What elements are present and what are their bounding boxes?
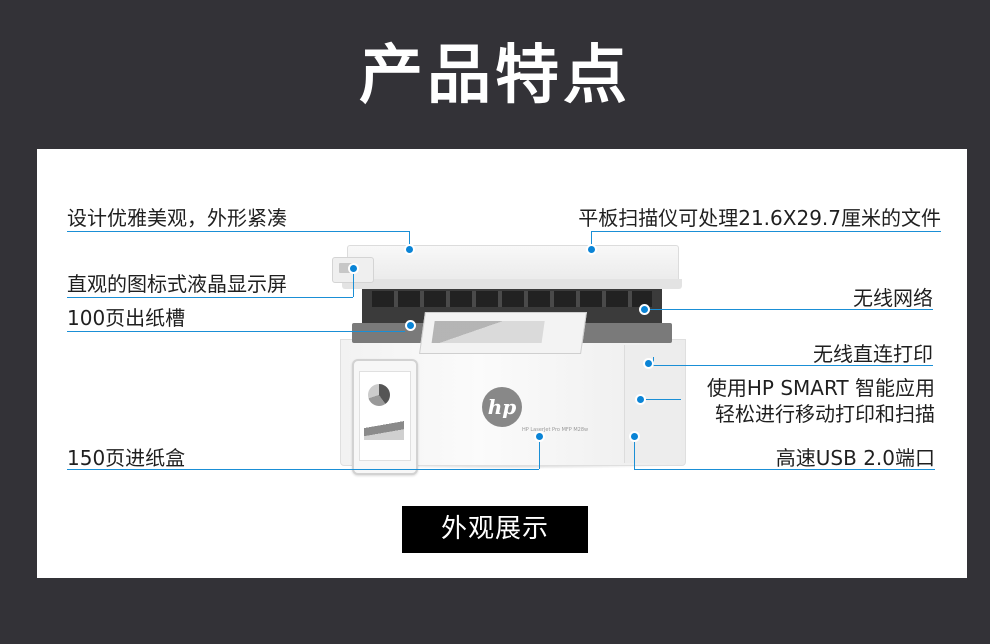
printer-paper-slot: [372, 291, 652, 307]
callout-line-wireless-network: [645, 309, 933, 310]
callout-line-flatbed-v: [591, 231, 592, 249]
callout-line-usb: [634, 469, 935, 470]
callout-line-design: [67, 231, 409, 232]
callout-dot-lcd: [348, 263, 359, 274]
callout-line-design-v: [409, 231, 410, 249]
feature-lcd: 直观的图标式液晶显示屏: [67, 272, 287, 296]
phone-screen: [359, 371, 411, 461]
callout-dot-wireless-network: [639, 304, 650, 315]
smartphone-image: [352, 359, 418, 475]
hp-logo-icon: hp: [482, 387, 522, 427]
feature-wireless-network: 无线网络: [853, 286, 933, 310]
appearance-showcase-button[interactable]: 外观展示: [402, 506, 588, 553]
pie-chart-icon: [368, 384, 390, 406]
scanner-lid-edge: [342, 279, 682, 289]
printer-image: hp HP LaserJet Pro MFP M28w: [332, 239, 692, 475]
lcd-screen: [339, 263, 355, 273]
feature-input-tray: 150页进纸盒: [67, 446, 186, 470]
callout-dot-output-tray: [405, 320, 416, 331]
callout-dot-input-tray: [534, 431, 545, 442]
page-title: 产品特点: [359, 39, 631, 113]
printer-model-text: HP LaserJet Pro MFP M28w: [522, 427, 589, 433]
feature-hp-smart-line1: 使用HP SMART 智能应用: [706, 376, 935, 400]
callout-line-input-tray: [67, 469, 539, 470]
callout-line-input-tray-v: [539, 439, 540, 469]
callout-dot-flatbed: [586, 244, 597, 255]
feature-hp-smart-line2: 轻松进行移动打印和扫描: [715, 402, 935, 426]
callout-line-flatbed: [591, 231, 941, 232]
callout-line-output-tray: [67, 331, 405, 332]
feature-flatbed: 平板扫描仪可处理21.6X29.7厘米的文件: [578, 206, 941, 230]
callout-line-usb-v: [634, 439, 635, 469]
callout-line-lcd: [67, 297, 353, 298]
callout-dot-hp-smart: [635, 394, 646, 405]
feature-panel: hp HP LaserJet Pro MFP M28w 设计优雅美观，外形紧凑 …: [37, 149, 967, 578]
feature-output-tray: 100页出纸槽: [67, 306, 186, 330]
callout-line-lcd-v: [353, 268, 354, 297]
callout-dot-design: [404, 244, 415, 255]
callout-line-wireless-direct: [653, 365, 933, 366]
callout-line-hp-smart: [643, 399, 681, 400]
feature-wireless-direct: 无线直连打印: [813, 342, 933, 366]
printed-paper: [419, 312, 587, 354]
wave-chart-icon: [364, 420, 404, 440]
feature-design: 设计优雅美观，外形紧凑: [67, 206, 287, 230]
callout-dot-wireless-direct: [643, 358, 654, 369]
feature-usb: 高速USB 2.0端口: [775, 446, 935, 470]
callout-dot-usb: [629, 431, 640, 442]
